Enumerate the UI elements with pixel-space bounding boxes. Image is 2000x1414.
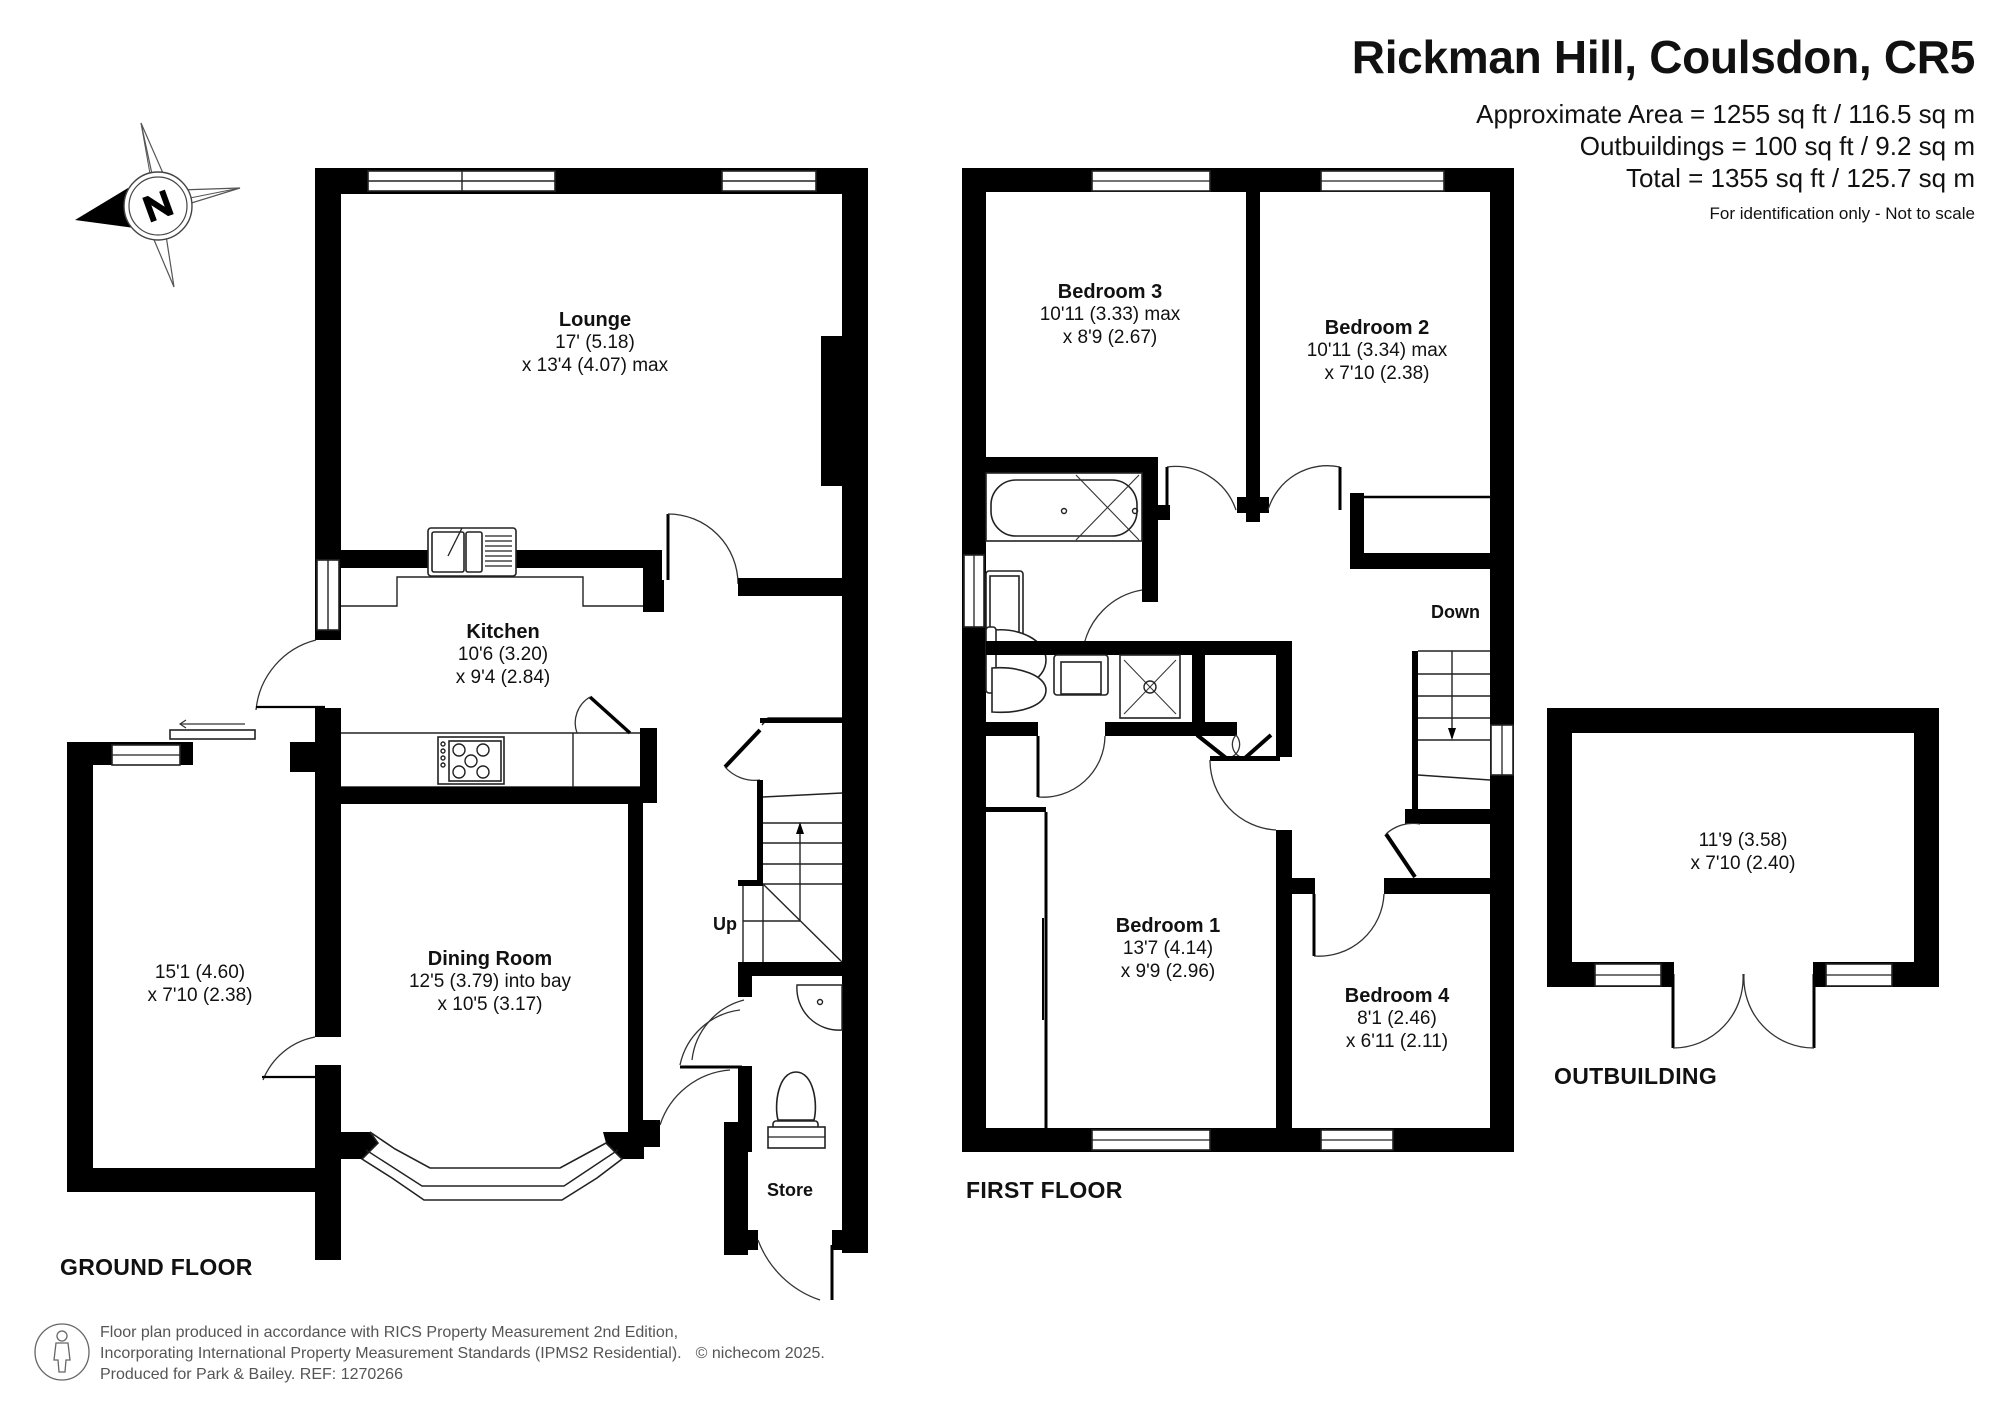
stairs-up-label: Up xyxy=(713,914,737,934)
property-header: Rickman Hill, Coulsdon, CR5 Approximate … xyxy=(1351,30,1976,224)
room-label-lounge: Lounge 17' (5.18) x 13'4 (4.07) max xyxy=(495,308,695,378)
room-dimension: x 6'11 (2.11) xyxy=(1345,1030,1449,1052)
room-dimension: x 8'9 (2.67) xyxy=(1062,326,1158,348)
room-dimension: x 7'10 (2.40) xyxy=(1690,852,1796,874)
first-floor-plan xyxy=(962,168,1514,1152)
outbuildings-area: Outbuildings = 100 sq ft / 9.2 sq m xyxy=(1579,131,1975,161)
room-dimension: x 9'9 (2.96) xyxy=(1120,960,1216,982)
room-dimension: 10'11 (3.33) max xyxy=(1039,304,1181,325)
room-dimension: 12'5 (3.79) into bay xyxy=(408,971,572,992)
room-label-dining-room: Dining Room 12'5 (3.79) into bay x 10'5 … xyxy=(375,947,605,1017)
stairs-down-label: Down xyxy=(1431,602,1480,622)
room-label-bedroom-2: Bedroom 2 10'11 (3.34) max x 7'10 (2.38) xyxy=(1277,316,1477,386)
room-dimension: 15'1 (4.60) xyxy=(154,962,246,983)
room-name: Bedroom 4 xyxy=(1344,985,1450,1007)
disclaimer: For identification only - Not to scale xyxy=(1709,204,1975,223)
north-compass-icon xyxy=(75,122,241,288)
room-label-garage: 15'1 (4.60) x 7'10 (2.38) xyxy=(110,962,290,1008)
footer-line-2: Incorporating International Property Mea… xyxy=(100,1343,825,1364)
footer-notes: Floor plan produced in accordance with R… xyxy=(48,1322,825,1385)
room-label-bedroom-1: Bedroom 1 13'7 (4.14) x 9'9 (2.96) xyxy=(1068,914,1268,984)
room-name: Bedroom 1 xyxy=(1115,915,1221,937)
outbuilding-plan xyxy=(1547,708,1939,1049)
person-info-icon xyxy=(34,1323,90,1381)
room-dimension: x 10'5 (3.17) xyxy=(437,993,543,1015)
room-label-kitchen: Kitchen 10'6 (3.20) x 9'4 (2.84) xyxy=(403,620,603,690)
room-dimension: 11'9 (3.58) xyxy=(1698,830,1788,851)
room-dimension: 10'6 (3.20) xyxy=(457,644,549,665)
footer-line-1: Floor plan produced in accordance with R… xyxy=(100,1324,679,1341)
room-label-bedroom-4: Bedroom 4 8'1 (2.46) x 6'11 (2.11) xyxy=(1297,984,1497,1054)
total-area: Total = 1355 sq ft / 125.7 sq m xyxy=(1625,163,1975,193)
room-dimension: x 9'4 (2.84) xyxy=(455,666,551,688)
property-title: Rickman Hill, Coulsdon, CR5 xyxy=(1351,31,1976,83)
ground-floor-label: GROUND FLOOR xyxy=(60,1254,253,1280)
footer-copyright: © nichecom 2025. xyxy=(695,1345,825,1362)
room-name: Kitchen xyxy=(466,621,540,643)
room-dimension: x 13'4 (4.07) max xyxy=(521,354,669,376)
room-dimension: 8'1 (2.46) xyxy=(1357,1008,1437,1029)
footer-line-3: Produced for Park & Bailey. REF: 1270266 xyxy=(100,1366,403,1383)
room-label-store: Store xyxy=(767,1180,814,1200)
room-name: Bedroom 3 xyxy=(1057,281,1163,303)
room-dimension: 10'11 (3.34) max xyxy=(1306,340,1448,361)
approximate-area: Approximate Area = 1255 sq ft / 116.5 sq… xyxy=(1476,99,1975,129)
room-name: Dining Room xyxy=(427,948,553,970)
room-dimension: 17' (5.18) xyxy=(555,332,635,353)
footer-ipms-text: Incorporating International Property Mea… xyxy=(100,1345,682,1362)
room-label-outbuilding: 11'9 (3.58) x 7'10 (2.40) xyxy=(1643,830,1843,876)
room-dimension: x 7'10 (2.38) xyxy=(147,984,253,1006)
room-name: Bedroom 2 xyxy=(1324,317,1430,339)
ground-floor-plan xyxy=(67,168,868,1301)
outbuilding-label: OUTBUILDING xyxy=(1554,1063,1718,1089)
room-name: Lounge xyxy=(558,309,632,331)
room-dimension: x 7'10 (2.38) xyxy=(1324,362,1430,384)
room-label-bedroom-3: Bedroom 3 10'11 (3.33) max x 8'9 (2.67) xyxy=(1010,280,1210,350)
first-floor-label: FIRST FLOOR xyxy=(966,1177,1123,1203)
room-dimension: 13'7 (4.14) xyxy=(1122,938,1214,959)
